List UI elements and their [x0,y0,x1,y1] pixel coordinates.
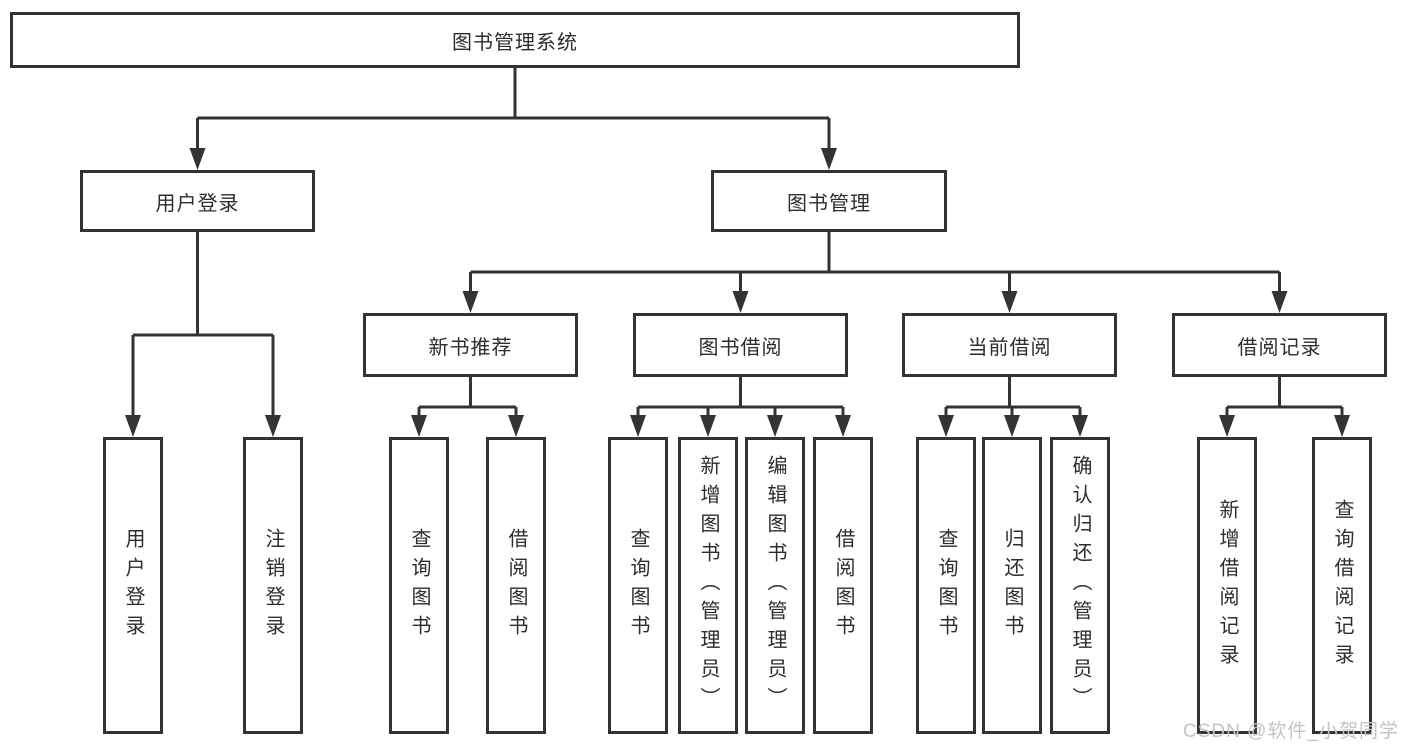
node-label: 新增借阅记录 [1216,498,1238,673]
node-label: 当前借阅 [967,336,1052,359]
leaf-query-borrow-record: 查询借阅记录 [1312,437,1372,734]
node-book-management: 图书管理 [711,170,947,232]
leaf-query-books: 查询图书 [389,437,449,734]
leaf-confirm-return-admin: 确认归还（管理员） [1050,437,1110,734]
node-new-book-recommend: 新书推荐 [363,313,578,377]
leaf-user-login: 用户登录 [103,437,163,734]
node-label: 注销登录 [262,527,284,644]
csdn-watermark: CSDN @软件_小贺同学 [1183,721,1399,742]
connector-lines [131,68,1344,417]
leaf-borrow-books: 借阅图书 [486,437,546,734]
node-label: 图书管理 [787,192,871,215]
node-label: 图书管理系统 [452,31,578,54]
node-user-login: 用户登录 [80,170,315,232]
node-label: 编辑图书（管理员） [764,455,786,716]
node-borrowing-records: 借阅记录 [1172,313,1387,377]
node-label: 用户登录 [155,192,240,215]
node-label: 确认归还（管理员） [1069,455,1091,716]
node-label: 借阅记录 [1237,336,1322,359]
leaf-add-books-admin: 新增图书（管理员） [678,437,738,734]
node-label: 借阅图书 [505,527,527,644]
leaf-return-books: 归还图书 [982,437,1042,734]
node-label: 查询图书 [935,527,957,644]
node-label: 新书推荐 [428,336,513,359]
node-label: 用户登录 [122,527,144,644]
leaf-edit-books-admin: 编辑图书（管理员） [745,437,805,734]
leaf-add-borrow-record: 新增借阅记录 [1197,437,1257,734]
leaf-query-books: 查询图书 [916,437,976,734]
node-system-root: 图书管理系统 [10,12,1020,68]
node-label: 新增图书（管理员） [697,455,719,716]
arrow-down-icons [125,148,1350,437]
node-label: 图书借阅 [698,336,783,359]
node-label: 查询图书 [408,527,430,644]
node-label: 查询图书 [627,527,649,644]
node-label: 归还图书 [1001,527,1023,644]
leaf-borrow-books: 借阅图书 [813,437,873,734]
node-label: 借阅图书 [832,527,854,644]
node-current-borrowing: 当前借阅 [902,313,1117,377]
leaf-logout: 注销登录 [243,437,303,734]
node-book-borrowing: 图书借阅 [633,313,848,377]
leaf-query-books: 查询图书 [608,437,668,734]
node-label: 查询借阅记录 [1331,498,1353,673]
